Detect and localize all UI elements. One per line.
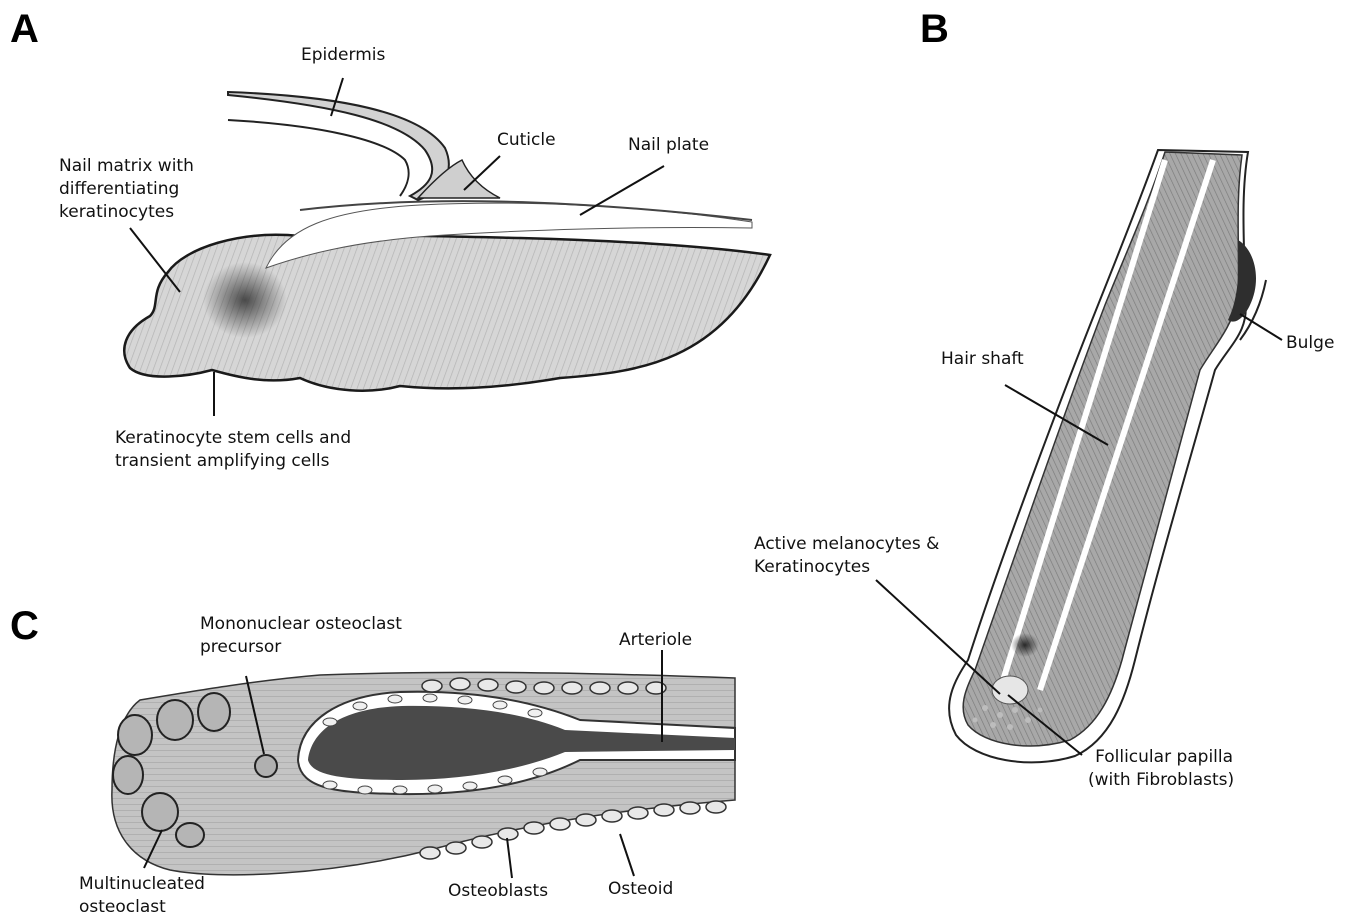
- matrix-shading: [203, 262, 287, 338]
- leader-osteoblasts: [507, 838, 512, 878]
- label-precursor-line2: precursor: [200, 636, 402, 659]
- label-stem-cells-line1: Keratinocyte stem cells and: [115, 427, 351, 450]
- label-epidermis: Epidermis: [301, 44, 385, 67]
- label-melanocytes-line2: Keratinocytes: [754, 556, 939, 579]
- label-nail-matrix: Nail matrix with differentiating keratin…: [59, 155, 194, 224]
- label-stem-cells-line2: transient amplifying cells: [115, 450, 351, 473]
- panel-c-letter: C: [10, 606, 39, 646]
- panel-a-letter: A: [10, 9, 39, 49]
- label-cuticle: Cuticle: [497, 129, 556, 152]
- label-hair-shaft: Hair shaft: [941, 348, 1024, 371]
- label-nail-matrix-line1: Nail matrix with: [59, 155, 194, 178]
- label-melanocytes: Active melanocytes & Keratinocytes: [754, 533, 939, 579]
- label-bulge-text: Bulge: [1286, 332, 1338, 355]
- precursor-cell: [255, 755, 277, 777]
- leader-nail-matrix: [130, 228, 180, 292]
- label-arteriole: Arteriole: [619, 629, 692, 652]
- label-multinucleated: Multinucleated osteoclast: [79, 873, 205, 919]
- epidermis-inner: [228, 120, 409, 196]
- label-nail-matrix-line2: differentiating: [59, 178, 194, 201]
- label-papilla-line1: Follicular papilla: [1094, 746, 1234, 769]
- label-papilla: Follicular papilla (with Fibroblasts): [1094, 746, 1234, 792]
- label-multinucleated-line2: osteoclast: [79, 896, 205, 919]
- label-osteoblasts: Osteoblasts: [448, 880, 548, 903]
- follicle-sheath: [963, 152, 1242, 746]
- label-melanocytes-line1: Active melanocytes &: [754, 533, 939, 556]
- label-nail-matrix-line3: keratinocytes: [59, 201, 194, 224]
- epidermis-fold: [228, 92, 449, 200]
- label-multinucleated-line1: Multinucleated: [79, 873, 205, 896]
- melanin-spot: [1011, 633, 1039, 657]
- label-bulge: Bulge: [1286, 332, 1338, 355]
- label-precursor: Mononuclear osteoclast precursor: [200, 613, 402, 659]
- leader-bulge: [1240, 314, 1282, 340]
- label-osteoid: Osteoid: [608, 878, 673, 901]
- label-stem-cells: Keratinocyte stem cells and transient am…: [115, 427, 351, 473]
- panel-c-drawing: [112, 672, 735, 874]
- papilla-shape: [992, 676, 1028, 704]
- leader-osteoid: [620, 834, 634, 876]
- label-nail-plate: Nail plate: [628, 134, 709, 157]
- panel-b-drawing: [949, 150, 1266, 762]
- label-papilla-line2: (with Fibroblasts): [1088, 769, 1234, 792]
- panel-b-letter: B: [920, 9, 949, 49]
- label-precursor-line1: Mononuclear osteoclast: [200, 613, 402, 636]
